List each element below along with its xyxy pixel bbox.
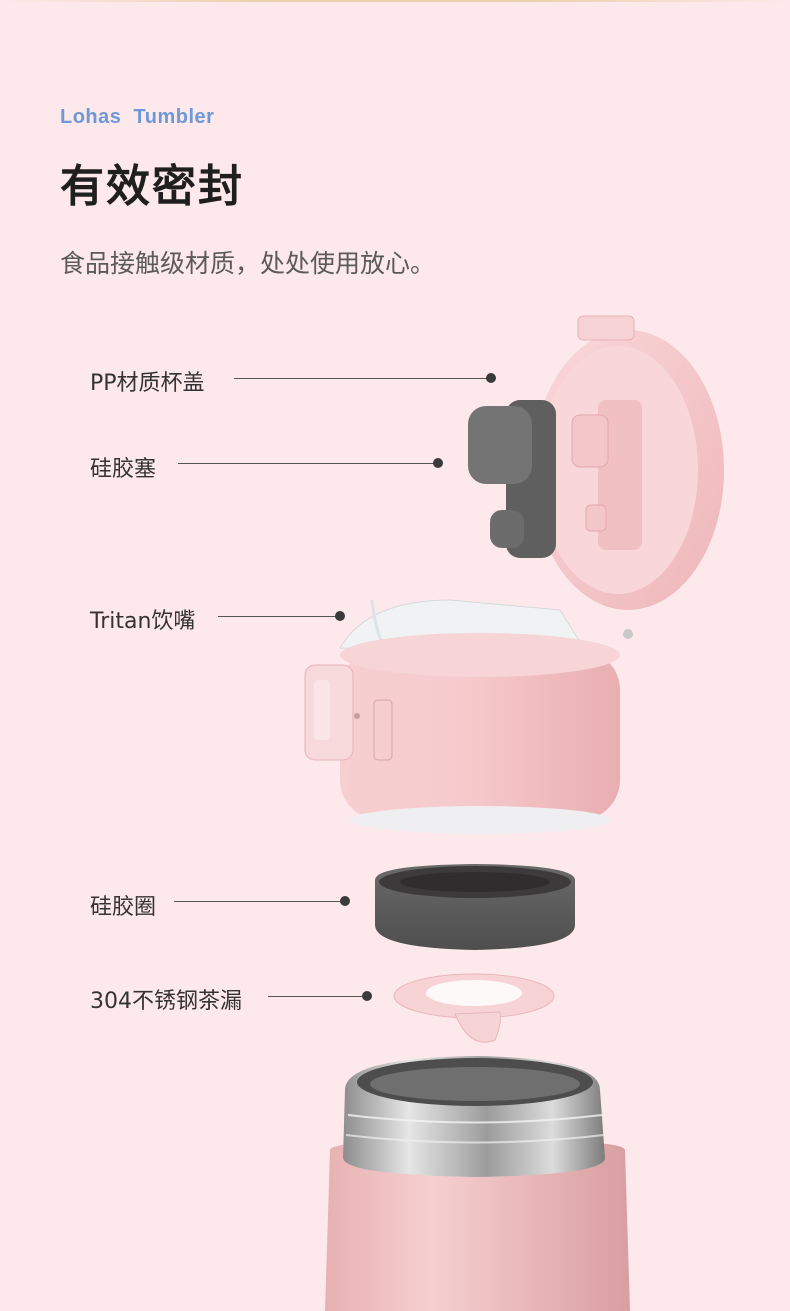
lid-body-illustration: [304, 599, 620, 834]
silicone-ring-illustration: [375, 864, 575, 950]
label-silicone-ring: 硅胶圈: [90, 895, 157, 920]
brand-name: Lohas Tumbler: [60, 106, 215, 128]
page-subtitle: 食品接触级材质，处处使用放心。: [60, 249, 436, 278]
silicone-stopper-illustration: [468, 400, 556, 558]
label-silicone-stopper: 硅胶塞: [90, 457, 157, 482]
leader-dot-tritan-spout: [335, 611, 345, 621]
leader-dot-silicone-ring: [340, 896, 350, 906]
cup-body-illustration: [325, 1056, 630, 1311]
label-pp-lid: PP材质杯盖: [90, 371, 205, 396]
leader-line-steel-strainer: [268, 996, 368, 997]
page-title: 有效密封: [60, 161, 244, 212]
pp-lid-illustration: [532, 315, 724, 639]
leader-dot-pp-lid: [486, 373, 496, 383]
label-tritan-spout: Tritan饮嘴: [90, 609, 196, 634]
leader-line-silicone-stopper: [178, 463, 440, 464]
leader-line-tritan-spout: [218, 616, 342, 617]
top-accent-line: [0, 0, 790, 2]
leader-line-pp-lid: [234, 378, 492, 379]
leader-line-silicone-ring: [174, 901, 346, 902]
tea-strainer-illustration: [393, 973, 555, 1043]
label-steel-strainer: 304不锈钢茶漏: [90, 989, 242, 1014]
leader-dot-silicone-stopper: [433, 458, 443, 468]
leader-dot-steel-strainer: [362, 991, 372, 1001]
